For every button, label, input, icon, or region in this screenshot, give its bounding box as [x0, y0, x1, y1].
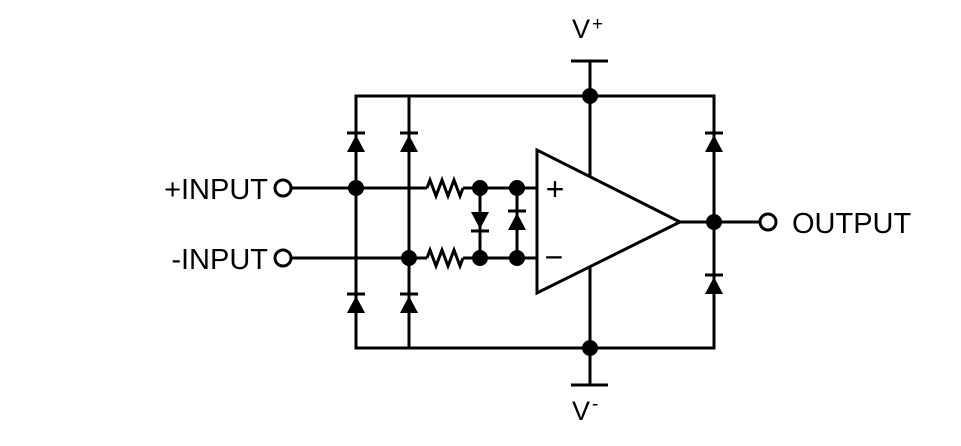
- diode-vminus-to-output: [705, 273, 723, 294]
- terminal-pos-input: [273, 178, 293, 198]
- diode-anode-triangle: [347, 296, 365, 313]
- label-vminus-superscript: -: [592, 394, 598, 415]
- junction-output: [706, 214, 722, 230]
- label-pos-input: +INPUT: [164, 174, 268, 206]
- diode-vminus-to-pos-input: [347, 292, 365, 313]
- junction-diff-clamp-top-left: [472, 180, 488, 196]
- label-vplus-superscript: +: [592, 14, 603, 35]
- diode-diff-clamp-up: [508, 209, 526, 230]
- junction-diff-clamp-bottom-left: [472, 250, 488, 266]
- opamp-inverting-sign: −: [545, 239, 564, 275]
- junction-diff-clamp-bottom-right: [509, 250, 525, 266]
- diode-diff-clamp-down: [471, 212, 489, 233]
- diode-anode-triangle: [400, 296, 418, 313]
- resistor-neg-input: [425, 245, 465, 271]
- label-vminus: V: [572, 396, 590, 426]
- label-neg-input: -INPUT: [171, 244, 268, 276]
- diode-pos-input-to-vplus: [347, 131, 365, 152]
- diode-anode-triangle: [347, 135, 365, 152]
- resistor-pos-input: [425, 175, 465, 201]
- diode-anode-triangle: [400, 135, 418, 152]
- diode-anode-triangle: [705, 135, 723, 152]
- label-vplus: V: [572, 14, 590, 44]
- junction-vplus-rail: [582, 88, 598, 104]
- diode-output-to-vplus: [705, 131, 723, 152]
- diode-anode-triangle: [705, 277, 723, 294]
- diode-neg-input-to-vplus: [400, 131, 418, 152]
- opamp-noninverting-sign: +: [546, 171, 565, 207]
- diode-vminus-to-neg-input: [400, 292, 418, 313]
- junction-neg-input-clamp: [401, 250, 417, 266]
- diode-anode-triangle: [508, 213, 526, 230]
- terminal-neg-input: [273, 248, 293, 268]
- terminal-output: [758, 212, 778, 232]
- diode-anode-triangle: [471, 212, 489, 229]
- junction-diff-clamp-top-right: [509, 180, 525, 196]
- junction-vminus-rail: [582, 340, 598, 356]
- opamp-triangle: [535, 147, 684, 296]
- label-output: OUTPUT: [792, 208, 912, 240]
- junction-pos-input-clamp: [348, 180, 364, 196]
